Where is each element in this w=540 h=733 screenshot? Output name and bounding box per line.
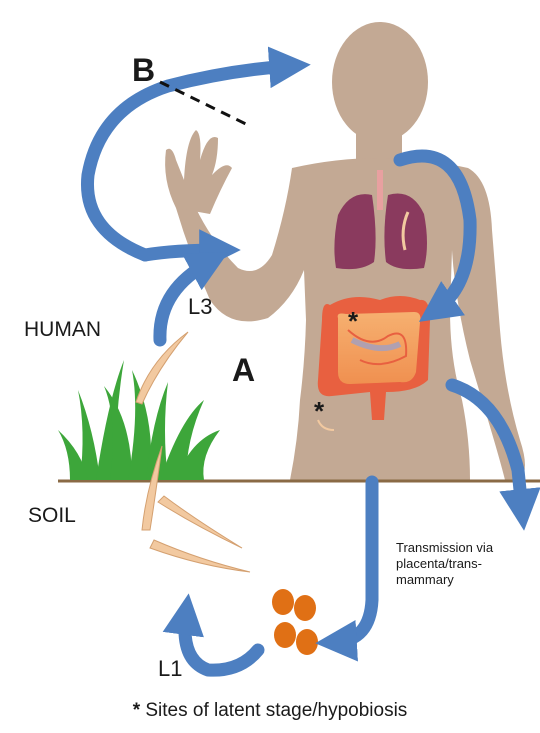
latent-marker-gut: * <box>348 306 358 337</box>
arrow-route-b-loop <box>145 250 220 255</box>
route-a-label: A <box>232 352 255 389</box>
latent-marker-muscle: * <box>314 396 324 427</box>
stage-l3-label: L3 <box>188 294 212 320</box>
soil-label: SOIL <box>28 504 76 528</box>
arrow-l1-loop <box>185 614 258 670</box>
transmission-label: Transmission via placenta/trans- mammary <box>396 540 536 588</box>
transmission-line-1: Transmission via <box>396 540 536 556</box>
transmission-line-2: placenta/trans- <box>396 556 536 572</box>
legend: * Sites of latent stage/hypobiosis <box>0 700 540 722</box>
stage-l1-label: L1 <box>158 656 182 682</box>
eggs <box>272 589 318 655</box>
route-b-label: B <box>132 52 155 89</box>
legend-symbol: * <box>133 700 140 721</box>
grass-clump <box>58 360 220 480</box>
human-label: HUMAN <box>24 318 101 342</box>
legend-text: Sites of latent stage/hypobiosis <box>145 700 407 721</box>
arrow-shedding <box>336 482 372 642</box>
transmission-line-3: mammary <box>396 572 536 588</box>
